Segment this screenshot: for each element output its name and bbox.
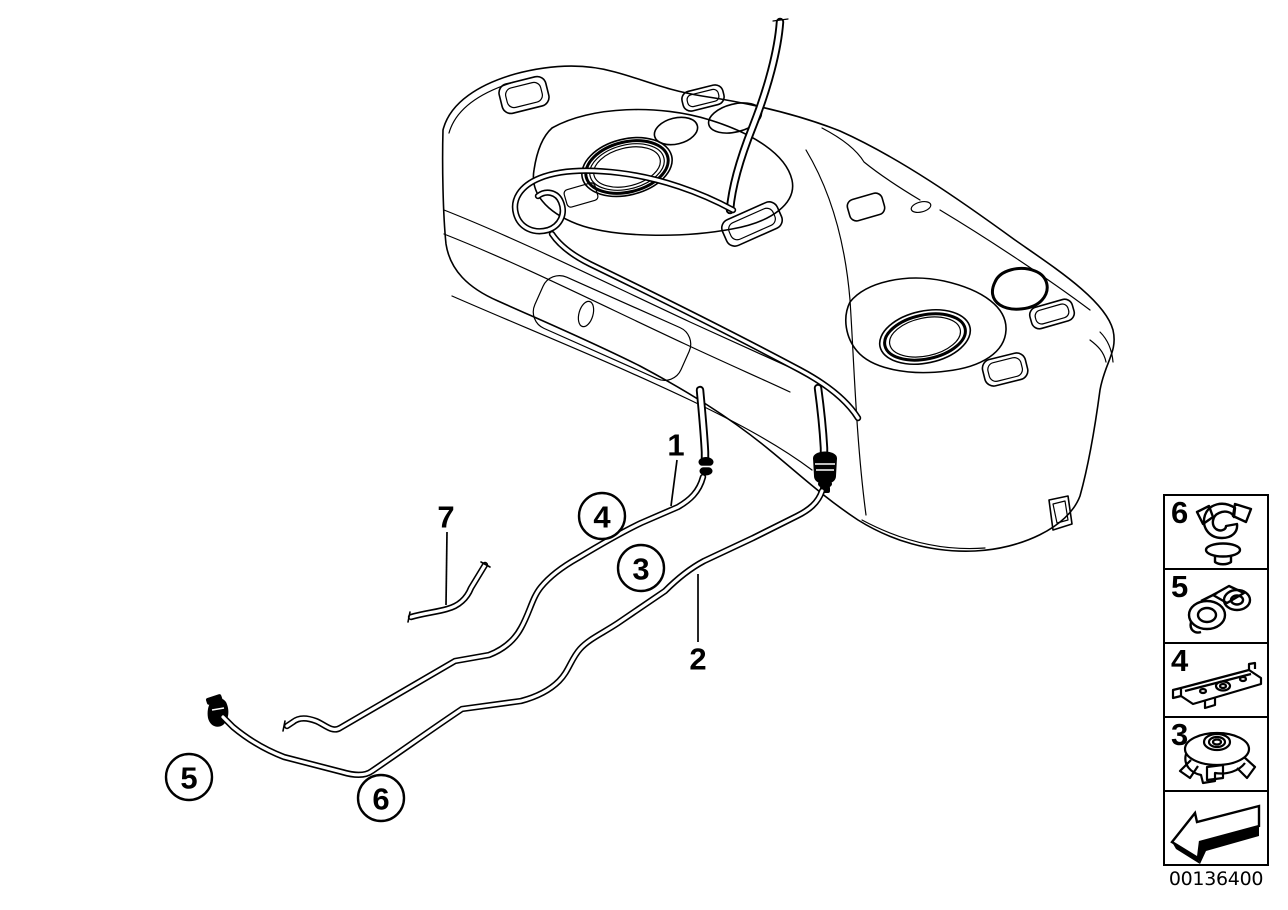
sidebar-item-part-6[interactable]: 6: [1163, 494, 1269, 570]
stub-pipe: [407, 561, 491, 623]
fuel-feed-pipe: [282, 477, 703, 731]
quick-connector-large: [813, 451, 837, 493]
callout-6[interactable]: 6: [356, 773, 406, 823]
callout-2[interactable]: 2: [689, 642, 706, 677]
callout-7[interactable]: 7: [437, 500, 454, 535]
fuel-pipes: [205, 388, 837, 775]
svg-text:4: 4: [593, 500, 611, 535]
sidebar-item-part-3[interactable]: 3: [1163, 716, 1269, 792]
tank-face-fuel-line: [515, 171, 858, 418]
callout-5[interactable]: 5: [164, 752, 214, 802]
parts-sidebar: 6 5 4: [1163, 494, 1269, 866]
sidebar-item-label: 3: [1171, 717, 1189, 752]
pipe-clip-icon: [1195, 502, 1253, 566]
callout-1[interactable]: 1: [667, 428, 684, 463]
line-holder-icon: [1187, 584, 1252, 634]
grommet-icon: [1178, 731, 1257, 785]
quick-connector-small: [698, 457, 714, 476]
fuel-pump-flange-left: [581, 136, 673, 198]
tank-outline: [441, 65, 1115, 552]
drawing-number: 00136400: [1168, 868, 1264, 890]
sidebar-item-label: 6: [1171, 495, 1189, 530]
direction-arrow-icon: [1170, 804, 1261, 864]
svg-text:5: 5: [180, 761, 197, 796]
leader-line-1: [670, 459, 678, 507]
sidebar-item-label: 5: [1171, 569, 1189, 604]
fuel-pump-flange-right: [878, 309, 972, 365]
sidebar-item-part-5[interactable]: 5: [1163, 568, 1269, 644]
callout-4[interactable]: 4: [577, 491, 627, 541]
tank-pads: [498, 75, 1076, 531]
fuel-tank-drawing: [441, 19, 1115, 552]
leader-line-7: [445, 531, 448, 606]
callouts: 1 7 2 4 3 5 6: [164, 428, 707, 823]
callout-3[interactable]: 3: [616, 543, 666, 593]
mounting-bracket-icon: [1171, 661, 1263, 710]
fuel-return-pipe: [223, 491, 822, 775]
svg-text:3: 3: [632, 552, 649, 587]
vent-hose: [730, 19, 789, 210]
svg-text:6: 6: [372, 782, 389, 817]
sidebar-item-label: 4: [1171, 643, 1189, 678]
front-recess: [532, 275, 692, 381]
direction-arrow-box[interactable]: [1163, 790, 1269, 866]
sidebar-item-part-4[interactable]: 4: [1163, 642, 1269, 718]
